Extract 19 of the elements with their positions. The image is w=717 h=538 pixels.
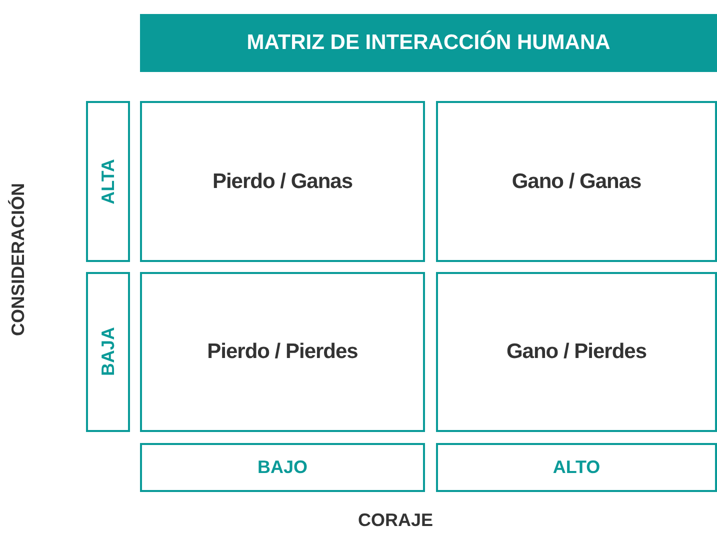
quadrant-label: Pierdo / Ganas — [212, 170, 353, 194]
row-label-box — [86, 272, 130, 432]
column-label-box — [140, 443, 425, 492]
axis-title: CONSIDERACIÓN — [8, 183, 29, 336]
axis-value-label: ALTO — [552, 457, 600, 478]
quadrant-box — [436, 272, 717, 432]
title: MATRIZ DE INTERACCIÓN HUMANA — [246, 31, 610, 55]
quadrant-label: Gano / Pierdes — [506, 340, 647, 364]
axis-value-label: ALTA — [98, 158, 118, 204]
quadrant-box — [140, 101, 425, 262]
quadrant-label: Gano / Ganas — [512, 170, 642, 194]
axis-title: CORAJE — [358, 510, 434, 531]
axis-value-label: BAJA — [98, 327, 118, 376]
quadrant-box — [140, 272, 425, 432]
column-label-box — [436, 443, 717, 492]
row-label-box — [86, 101, 130, 262]
quadrant-label: Pierdo / Pierdes — [207, 340, 358, 364]
quadrant-box — [436, 101, 717, 262]
axis-value-label: BAJO — [257, 457, 308, 478]
